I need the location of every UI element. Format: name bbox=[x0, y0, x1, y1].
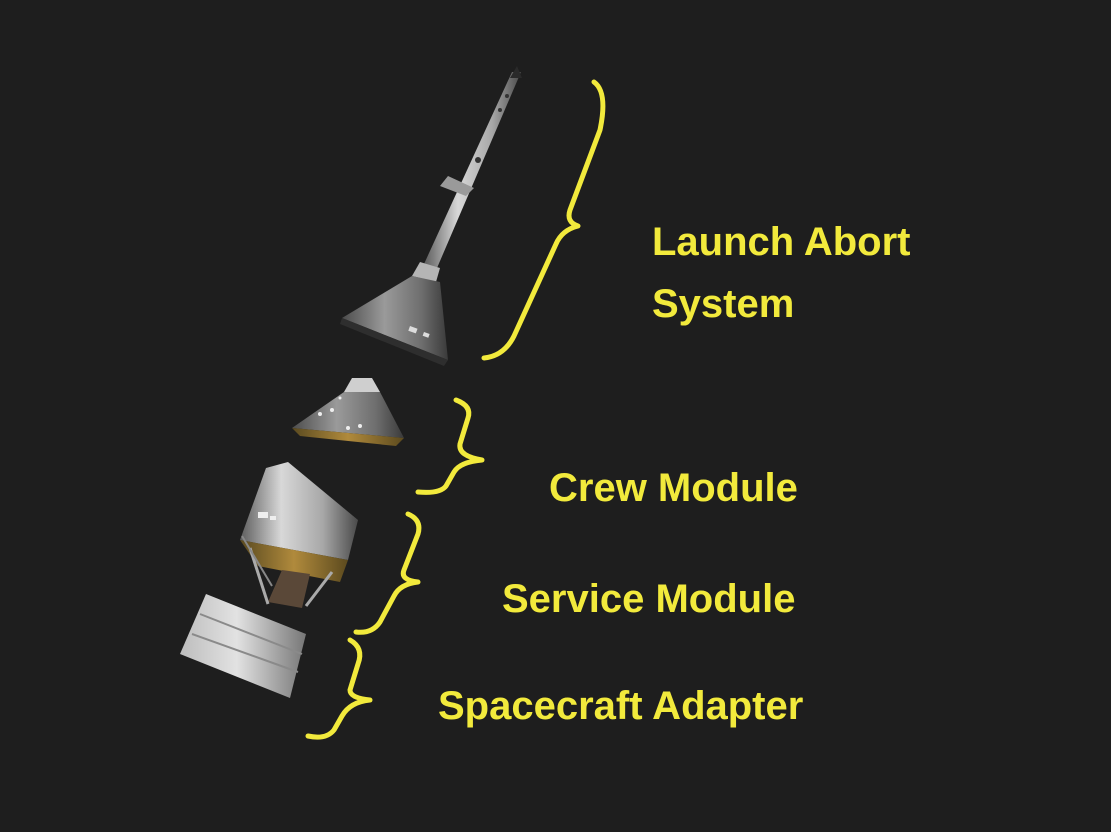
crew-module-capsule bbox=[292, 392, 404, 438]
launch-abort-system-illustration bbox=[340, 66, 522, 366]
launch-abort-system-label-line2: System bbox=[652, 282, 795, 326]
abort-tower-nose bbox=[510, 66, 522, 78]
crew-module-illustration bbox=[292, 378, 404, 446]
crew-module-brace bbox=[415, 397, 485, 495]
abort-tower-collar bbox=[412, 262, 440, 282]
service-module-body bbox=[240, 462, 358, 560]
service-module-brace bbox=[353, 511, 422, 635]
spacecraft-adapter-body bbox=[180, 594, 306, 698]
crew-module-label: Crew Module bbox=[549, 466, 798, 510]
spacecraft-adapter-brace bbox=[305, 637, 373, 740]
abort-tower-fins bbox=[440, 176, 474, 196]
spacecraft-adapter-illustration bbox=[180, 594, 306, 698]
abort-tower-rod bbox=[424, 72, 521, 268]
crew-module-heatshield bbox=[292, 428, 404, 446]
launch-abort-system-label: Launch Abort System bbox=[652, 211, 911, 335]
service-module-engine bbox=[268, 570, 310, 608]
service-module-illustration bbox=[240, 462, 358, 608]
service-module-label: Service Module bbox=[502, 577, 796, 621]
launch-abort-brace bbox=[481, 79, 606, 361]
abort-fairing-cone bbox=[342, 276, 448, 360]
spacecraft-adapter-label: Spacecraft Adapter bbox=[438, 684, 804, 728]
crew-module-top bbox=[344, 378, 380, 392]
launch-abort-system-label-line1: Launch Abort bbox=[652, 220, 911, 264]
